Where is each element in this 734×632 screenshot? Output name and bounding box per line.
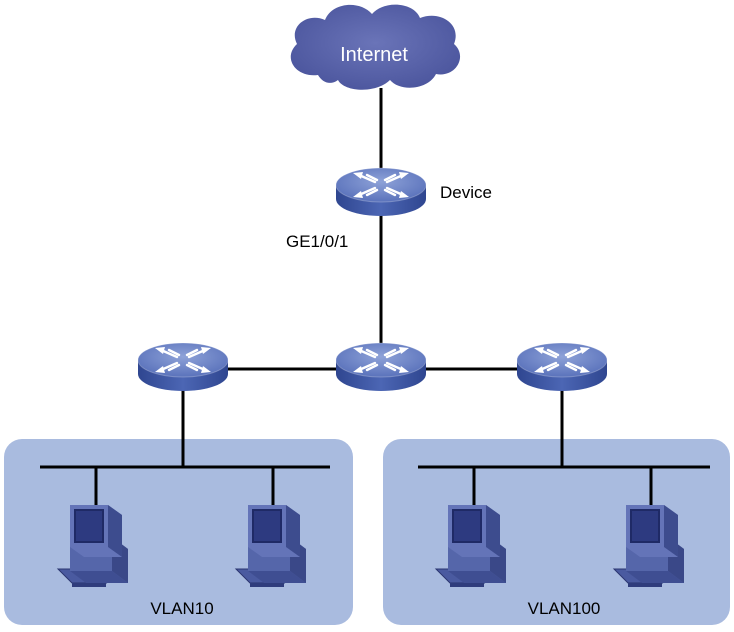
internet-label: Internet xyxy=(340,44,408,66)
aggregation-switch-icon xyxy=(334,341,428,393)
internet-cloud-icon xyxy=(290,4,461,90)
right-switch-icon xyxy=(515,341,609,393)
left-switch-icon xyxy=(136,341,230,393)
device-switch-icon xyxy=(334,166,428,218)
links xyxy=(40,88,710,512)
vlan10-label: VLAN10 xyxy=(150,599,213,618)
port-label: GE1/0/1 xyxy=(286,232,348,251)
vlan100-label: VLAN100 xyxy=(528,599,601,618)
device-label: Device xyxy=(440,183,492,202)
